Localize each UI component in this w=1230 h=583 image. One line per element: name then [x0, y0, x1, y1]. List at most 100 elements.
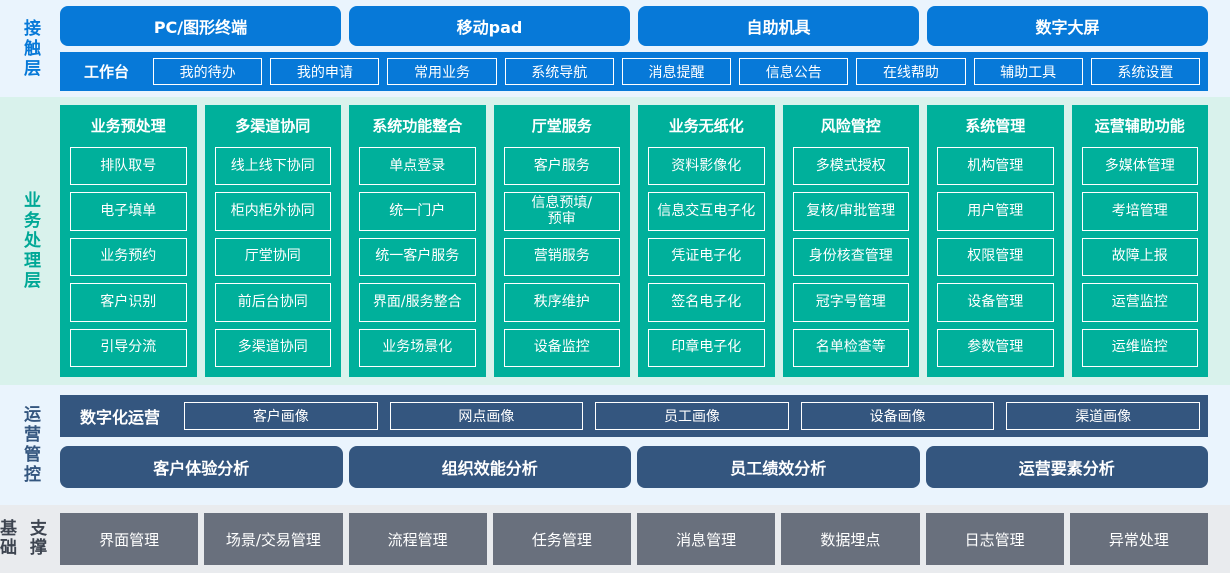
- contact-chip-my-application[interactable]: 我的申请: [270, 58, 380, 85]
- channel-button-digital-screen[interactable]: 数字大屏: [927, 6, 1208, 46]
- portrait-branch[interactable]: 网点画像: [389, 402, 584, 430]
- layer-base-support-label-line1: 基础: [0, 519, 18, 558]
- business-item-identity-verification[interactable]: 身份核查管理: [792, 237, 909, 277]
- business-item-marketing-service[interactable]: 营销服务: [503, 237, 620, 277]
- digital-operations-row: 数字化运营 客户画像 网点画像 员工画像 设备画像 渠道画像: [60, 395, 1208, 437]
- portrait-customer[interactable]: 客户画像: [184, 402, 378, 430]
- business-item-signature-digital[interactable]: 签名电子化: [648, 283, 765, 322]
- business-column-system-mgmt: 系统管理 机构管理 用户管理 权限管理 设备管理 参数管理: [927, 105, 1064, 377]
- business-item-ui-service-integration[interactable]: 界面/服务整合: [359, 283, 476, 322]
- business-item-unified-customer-service[interactable]: 统一客户服务: [359, 237, 476, 277]
- business-item-info-exchange-digital[interactable]: 信息交互电子化: [648, 192, 765, 231]
- business-item-document-imaging[interactable]: 资料影像化: [648, 147, 765, 186]
- layer-operations: 运营管控 数字化运营 客户画像 网点画像 员工画像 设备画像 渠道画像 客户体验…: [0, 385, 1230, 505]
- channel-button-row: PC/图形终端 移动pad 自助机具 数字大屏: [60, 6, 1208, 46]
- base-item-ui-mgmt[interactable]: 界面管理: [60, 513, 199, 565]
- business-item-multichannel-collab[interactable]: 多渠道协同: [214, 328, 331, 368]
- business-item-sso[interactable]: 单点登录: [359, 147, 476, 186]
- workbench-row: 工作台 我的待办 我的申请 常用业务 系统导航 消息提醒 信息公告 在线帮助 辅…: [60, 52, 1208, 91]
- business-item-user-mgmt[interactable]: 用户管理: [937, 192, 1054, 231]
- channel-button-self-service[interactable]: 自助机具: [638, 6, 919, 46]
- business-column-title: 厅堂服务: [531, 117, 592, 135]
- layer-base-support-label-line2: 支撑: [30, 519, 48, 558]
- business-item-customer-id[interactable]: 客户识别: [70, 283, 187, 322]
- business-item-hall-collab[interactable]: 厅堂协同: [214, 237, 331, 277]
- portrait-device[interactable]: 设备画像: [800, 402, 995, 430]
- business-item-customer-service[interactable]: 客户服务: [503, 147, 620, 186]
- contact-chip-message-reminder[interactable]: 消息提醒: [621, 58, 732, 85]
- business-item-org-mgmt[interactable]: 机构管理: [937, 147, 1054, 186]
- business-item-parameter-mgmt[interactable]: 参数管理: [937, 328, 1054, 368]
- layer-base-support: 基础 支撑 界面管理 场景/交易管理 流程管理 任务管理 消息管理 数据埋点 日…: [0, 505, 1230, 573]
- analysis-row: 客户体验分析 组织效能分析 员工绩效分析 运营要素分析: [60, 446, 1208, 488]
- base-item-data-tracking[interactable]: 数据埋点: [781, 513, 920, 565]
- business-column-integration: 系统功能整合 单点登录 统一门户 统一客户服务 界面/服务整合 业务场景化: [349, 105, 486, 377]
- analysis-org-efficiency[interactable]: 组织效能分析: [348, 446, 631, 488]
- business-item-multimode-auth[interactable]: 多模式授权: [792, 147, 909, 186]
- channel-button-mobile-pad[interactable]: 移动pad: [349, 6, 630, 46]
- business-item-seal-digital[interactable]: 印章电子化: [648, 328, 765, 368]
- business-item-order-maintenance[interactable]: 秩序维护: [503, 283, 620, 322]
- contact-chip-system-settings[interactable]: 系统设置: [1090, 58, 1200, 85]
- business-item-device-monitor[interactable]: 设备监控: [503, 328, 620, 368]
- base-item-task-mgmt[interactable]: 任务管理: [492, 513, 631, 565]
- business-item-guidance-diversion[interactable]: 引导分流: [70, 328, 187, 368]
- layer-contact: 接触层 PC/图形终端 移动pad 自助机具 数字大屏 工作台 我的待办 我的申…: [0, 0, 1230, 97]
- business-column-title: 系统功能整合: [372, 117, 463, 135]
- business-column-title: 业务无纸化: [668, 117, 744, 135]
- layer-operations-label: 运营管控: [0, 395, 60, 495]
- layer-contact-body: PC/图形终端 移动pad 自助机具 数字大屏 工作台 我的待办 我的申请 常用…: [60, 6, 1208, 91]
- layer-operations-body: 数字化运营 客户画像 网点画像 员工画像 设备画像 渠道画像 客户体验分析 组织…: [60, 395, 1208, 495]
- business-item-prefill-prereview[interactable]: 信息预填/ 预审: [503, 192, 620, 231]
- layer-base-support-body: 界面管理 场景/交易管理 流程管理 任务管理 消息管理 数据埋点 日志管理 异常…: [60, 513, 1208, 565]
- business-item-watchlist-check[interactable]: 名单检查等: [792, 328, 909, 368]
- contact-chip-system-navigation[interactable]: 系统导航: [504, 58, 614, 85]
- channel-button-pc[interactable]: PC/图形终端: [60, 6, 341, 46]
- layer-contact-label: 接触层: [0, 6, 60, 91]
- business-item-e-form[interactable]: 电子填单: [70, 192, 187, 231]
- business-item-ops-monitor[interactable]: 运营监控: [1081, 283, 1198, 322]
- business-item-online-offline[interactable]: 线上线下协同: [214, 147, 331, 186]
- business-item-counter-inout[interactable]: 柜内柜外协同: [214, 192, 331, 231]
- business-item-queue-ticket[interactable]: 排队取号: [70, 147, 187, 186]
- base-item-exception-handling[interactable]: 异常处理: [1069, 513, 1208, 565]
- contact-chip-my-todo[interactable]: 我的待办: [153, 58, 263, 85]
- layer-business-label-text: 业务处理层: [20, 191, 41, 291]
- contact-chip-announcement[interactable]: 信息公告: [739, 58, 849, 85]
- business-item-maintenance-monitor[interactable]: 运维监控: [1081, 328, 1198, 368]
- business-column-title: 风险管控: [820, 117, 881, 135]
- business-column-hall-service: 厅堂服务 客户服务 信息预填/ 预审 营销服务 秩序维护 设备监控: [493, 105, 630, 377]
- business-column-ops-support: 运营辅助功能 多媒体管理 考培管理 故障上报 运营监控 运维监控: [1071, 105, 1208, 377]
- business-item-fault-report[interactable]: 故障上报: [1081, 237, 1198, 277]
- base-item-message-mgmt[interactable]: 消息管理: [637, 513, 776, 565]
- portrait-channel[interactable]: 渠道画像: [1006, 402, 1200, 430]
- business-item-review-approval[interactable]: 复核/审批管理: [792, 192, 909, 231]
- business-item-training-mgmt[interactable]: 考培管理: [1081, 192, 1198, 231]
- business-item-unified-portal[interactable]: 统一门户: [359, 192, 476, 231]
- layer-business: 业务处理层 业务预处理 排队取号 电子填单 业务预约 客户识别 引导分流 多渠道…: [0, 97, 1230, 385]
- business-item-serial-number-mgmt[interactable]: 冠字号管理: [792, 283, 909, 322]
- contact-chip-common-business[interactable]: 常用业务: [387, 58, 497, 85]
- business-item-multimedia-mgmt[interactable]: 多媒体管理: [1081, 147, 1198, 186]
- business-item-appointment[interactable]: 业务预约: [70, 237, 187, 277]
- business-item-voucher-digital[interactable]: 凭证电子化: [648, 237, 765, 277]
- workbench-label: 工作台: [84, 63, 130, 81]
- layer-base-support-label-grid: 基础 支撑: [0, 519, 60, 558]
- business-columns: 业务预处理 排队取号 电子填单 业务预约 客户识别 引导分流 多渠道协同 线上线…: [60, 105, 1208, 377]
- base-item-process-mgmt[interactable]: 流程管理: [348, 513, 487, 565]
- portrait-employee[interactable]: 员工画像: [595, 402, 789, 430]
- business-item-scenario[interactable]: 业务场景化: [359, 328, 476, 368]
- business-column-multichannel: 多渠道协同 线上线下协同 柜内柜外协同 厅堂协同 前后台协同 多渠道协同: [204, 105, 341, 377]
- contact-chip-online-help[interactable]: 在线帮助: [856, 58, 966, 85]
- business-column-title: 系统管理: [965, 117, 1026, 135]
- base-item-log-mgmt[interactable]: 日志管理: [925, 513, 1064, 565]
- business-item-permission-mgmt[interactable]: 权限管理: [937, 237, 1054, 277]
- analysis-customer-experience[interactable]: 客户体验分析: [60, 446, 343, 488]
- analysis-employee-performance[interactable]: 员工绩效分析: [637, 446, 920, 488]
- layer-business-label: 业务处理层: [0, 105, 60, 377]
- business-item-front-back-collab[interactable]: 前后台协同: [214, 283, 331, 322]
- analysis-ops-factors[interactable]: 运营要素分析: [925, 446, 1208, 488]
- base-item-scenario-transaction-mgmt[interactable]: 场景/交易管理: [204, 513, 343, 565]
- business-item-device-mgmt[interactable]: 设备管理: [937, 283, 1054, 322]
- contact-chip-aux-tools[interactable]: 辅助工具: [973, 58, 1083, 85]
